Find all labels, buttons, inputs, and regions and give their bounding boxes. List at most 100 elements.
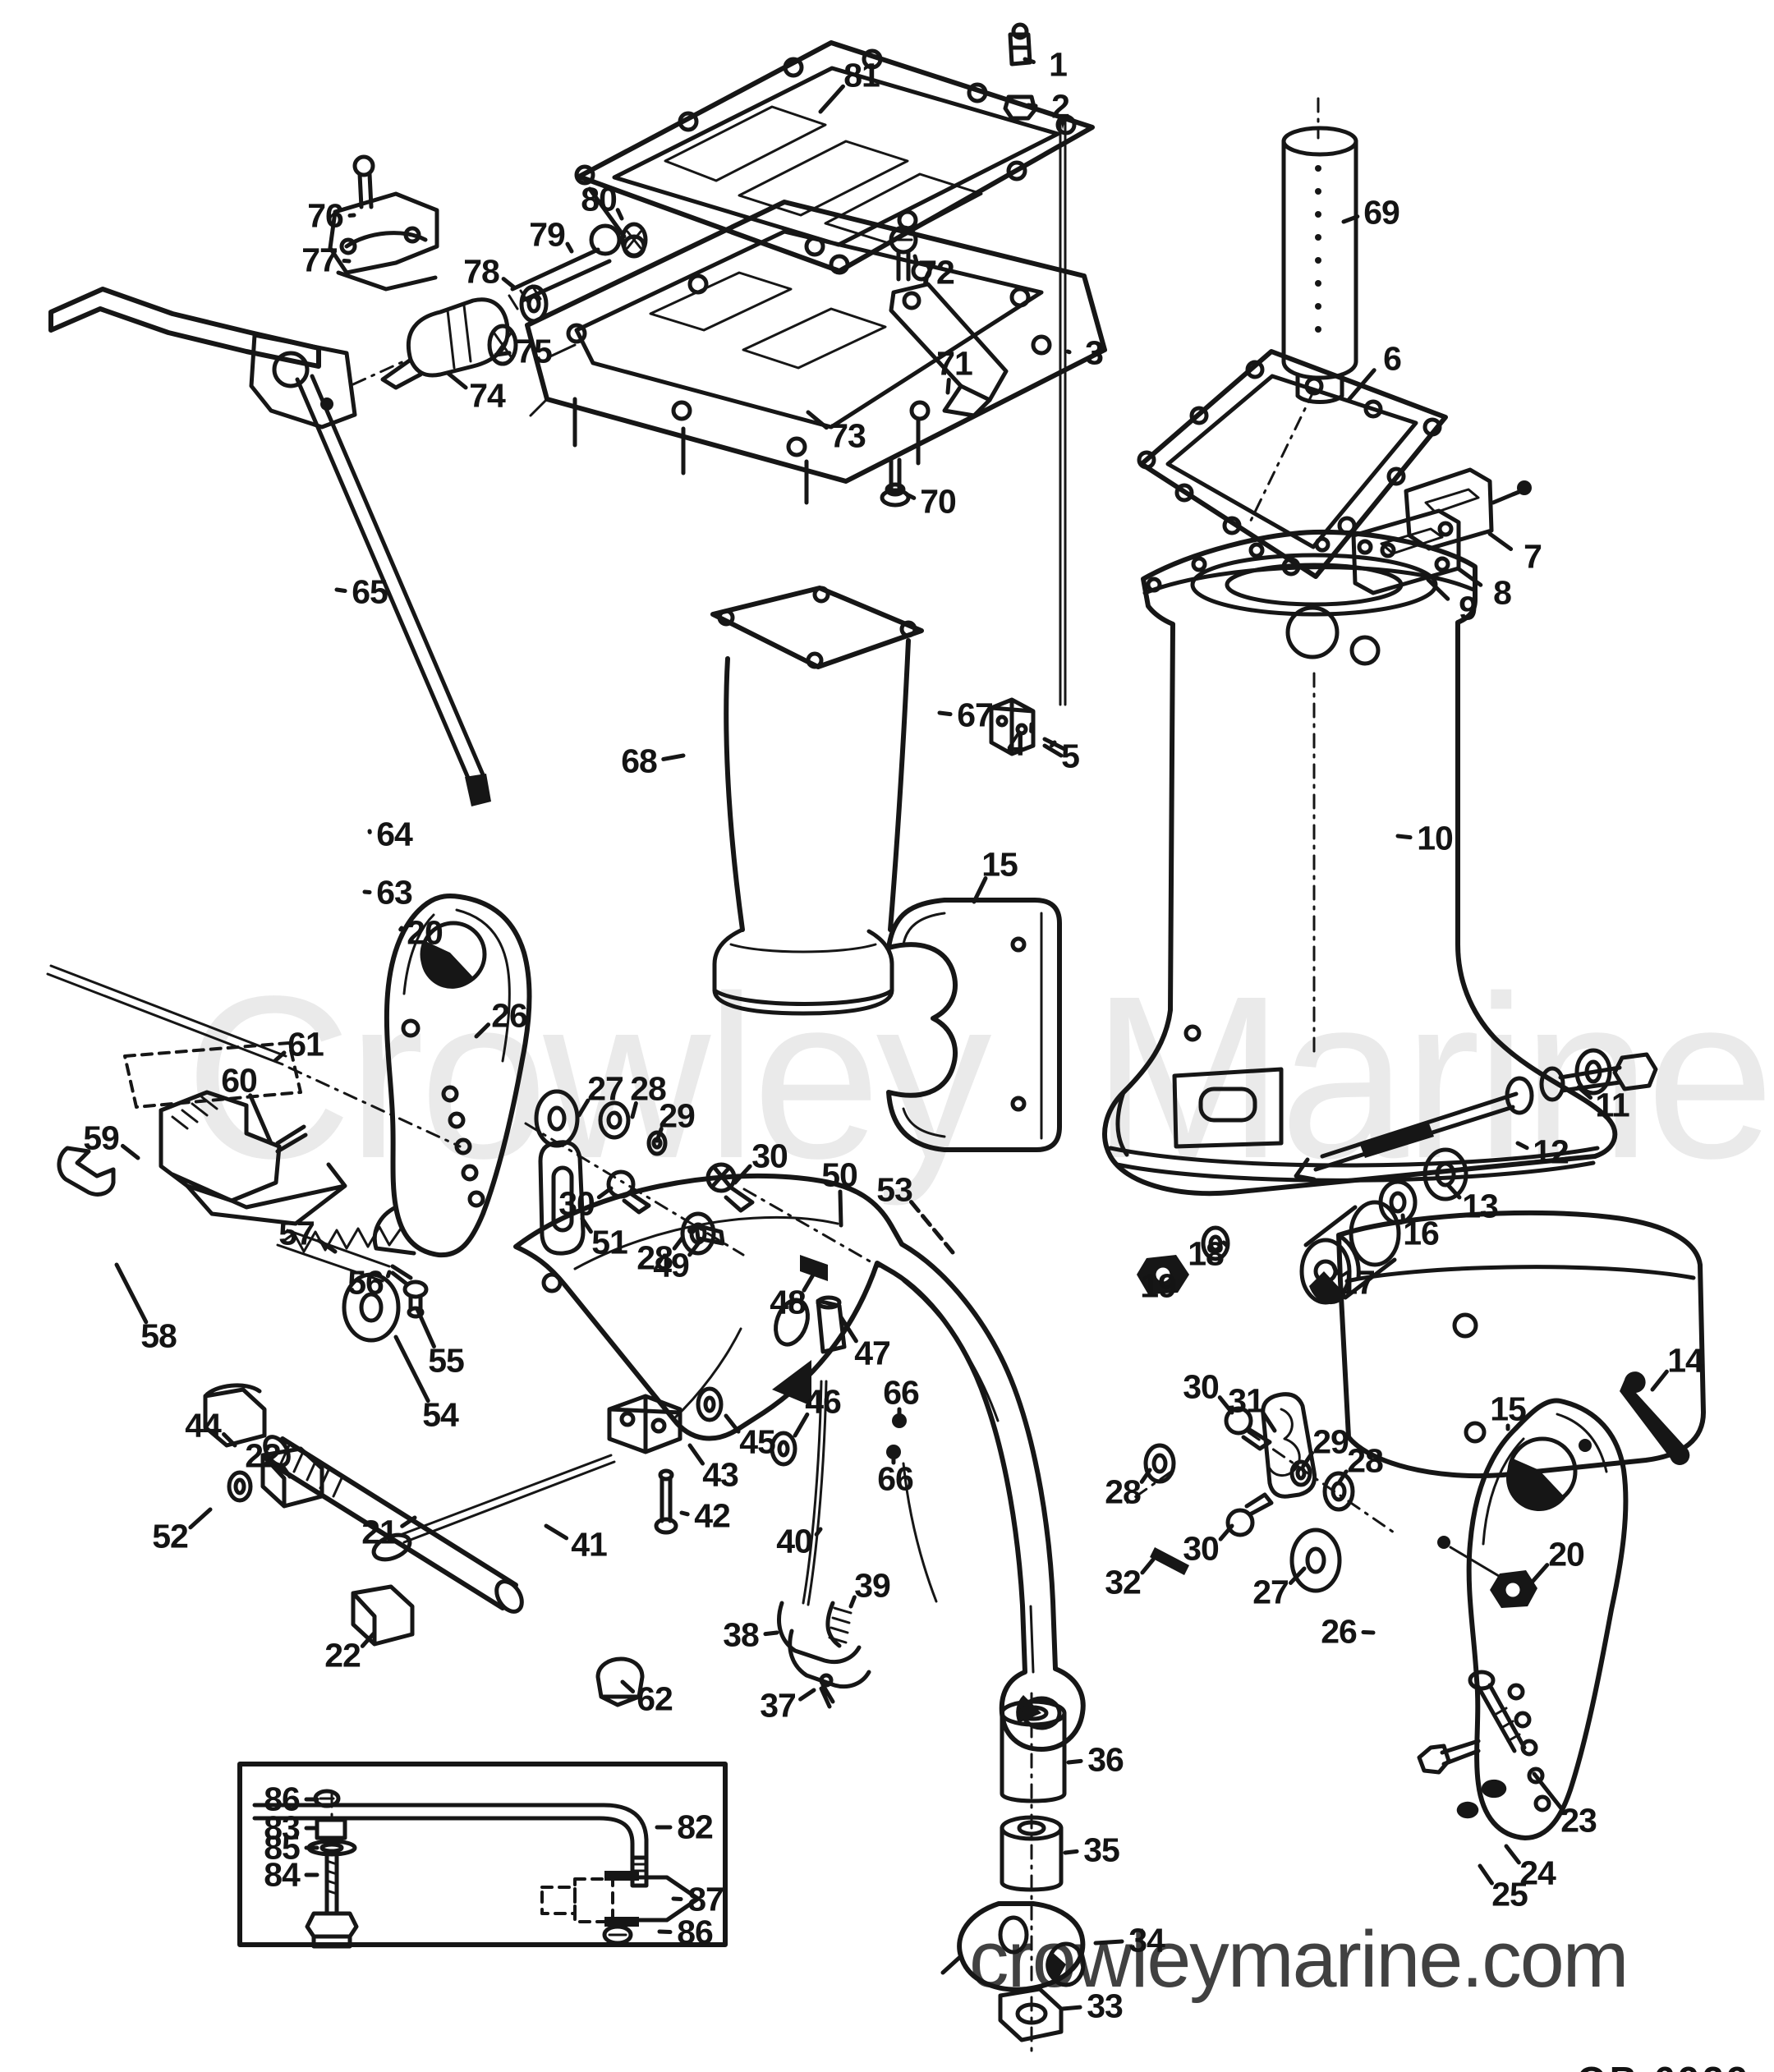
callout-20: 20 bbox=[407, 913, 444, 952]
leader-27 bbox=[1288, 1566, 1307, 1585]
leader-46 bbox=[793, 1412, 810, 1438]
callout-32: 32 bbox=[1105, 1563, 1142, 1601]
callout-31: 31 bbox=[1228, 1381, 1265, 1420]
callout-62: 62 bbox=[637, 1679, 673, 1718]
part-lever-shaft-65 bbox=[48, 287, 491, 806]
callout-18: 18 bbox=[1188, 1234, 1225, 1273]
leader-15 bbox=[972, 875, 988, 904]
callout-23: 23 bbox=[1560, 1801, 1597, 1840]
part-gasket-81 bbox=[574, 40, 1095, 275]
leader-5 bbox=[1050, 740, 1057, 748]
leader-26 bbox=[1361, 1629, 1376, 1635]
leader-28 bbox=[672, 1235, 685, 1251]
callout-77: 77 bbox=[301, 241, 338, 279]
leader-61 bbox=[269, 1050, 287, 1067]
leader-57 bbox=[316, 1238, 338, 1254]
callout-50: 50 bbox=[821, 1155, 858, 1194]
leader-25 bbox=[1478, 1863, 1494, 1886]
callout-61: 61 bbox=[287, 1025, 324, 1064]
part-tilt-shaft-21 bbox=[203, 1223, 907, 1709]
callout-7: 7 bbox=[1524, 537, 1542, 576]
leader-28 bbox=[630, 1100, 638, 1119]
callout-58: 58 bbox=[140, 1316, 177, 1355]
leader-17 bbox=[1331, 1264, 1340, 1275]
leader-38 bbox=[763, 1630, 779, 1637]
callout-46: 46 bbox=[805, 1382, 842, 1421]
part-bracket-26-left bbox=[372, 894, 532, 1258]
callout-87: 87 bbox=[687, 1880, 724, 1918]
leader-79 bbox=[565, 241, 574, 254]
callout-79: 79 bbox=[529, 215, 566, 254]
part-bracket-26-right bbox=[1417, 1398, 1629, 1840]
callout-10: 10 bbox=[1417, 819, 1454, 857]
leader-68 bbox=[661, 753, 686, 761]
callout-78: 78 bbox=[463, 252, 500, 291]
callout-26: 26 bbox=[491, 996, 528, 1035]
callout-22: 22 bbox=[324, 1636, 361, 1675]
callout-39: 39 bbox=[854, 1566, 891, 1605]
part-clamp-15-left bbox=[886, 898, 1062, 1152]
leader-2 bbox=[1026, 103, 1038, 108]
leader-26 bbox=[474, 1022, 491, 1039]
callout-15: 15 bbox=[1490, 1390, 1527, 1428]
leader-52 bbox=[188, 1507, 213, 1530]
callout-5: 5 bbox=[1061, 737, 1080, 775]
callout-41: 41 bbox=[571, 1525, 608, 1564]
callout-56: 56 bbox=[347, 1263, 384, 1302]
callout-86: 86 bbox=[264, 1780, 301, 1818]
leader-78 bbox=[501, 277, 517, 290]
callout-53: 53 bbox=[876, 1170, 913, 1209]
callout-29: 29 bbox=[659, 1096, 696, 1135]
callout-27: 27 bbox=[587, 1069, 624, 1108]
leader-41 bbox=[544, 1523, 569, 1541]
leader-34 bbox=[1093, 1939, 1124, 1946]
callout-29: 29 bbox=[1312, 1422, 1349, 1461]
leader-35 bbox=[1063, 1849, 1079, 1855]
callout-25: 25 bbox=[1491, 1875, 1528, 1913]
callout-51: 51 bbox=[591, 1223, 628, 1261]
part-bolt-79-washers bbox=[508, 222, 648, 324]
callout-67: 67 bbox=[957, 696, 994, 734]
callout-60: 60 bbox=[221, 1061, 258, 1100]
leader-29 bbox=[1301, 1450, 1314, 1468]
leader-30 bbox=[733, 1164, 752, 1185]
callout-83: 83 bbox=[264, 1808, 301, 1847]
callout-36: 36 bbox=[1087, 1740, 1124, 1779]
leader-27 bbox=[577, 1098, 591, 1118]
leader-81 bbox=[818, 84, 845, 114]
callout-43: 43 bbox=[702, 1455, 739, 1494]
leader-18 bbox=[1221, 1240, 1229, 1247]
leader-28 bbox=[1336, 1469, 1349, 1486]
callout-35: 35 bbox=[1083, 1831, 1120, 1869]
leader-75 bbox=[494, 351, 512, 357]
leader-54 bbox=[393, 1335, 430, 1404]
leader-11 bbox=[1576, 1085, 1593, 1100]
leader-12 bbox=[1515, 1141, 1529, 1151]
leader-20 bbox=[1528, 1563, 1550, 1586]
leader-lines bbox=[114, 57, 1669, 2011]
part-hardware-11-19 bbox=[1137, 1048, 1690, 1465]
leader-13 bbox=[1446, 1183, 1462, 1200]
leader-69 bbox=[1341, 214, 1360, 224]
callout-38: 38 bbox=[723, 1615, 760, 1654]
leader-51 bbox=[580, 1216, 593, 1234]
callout-85: 85 bbox=[264, 1828, 301, 1867]
callout-45: 45 bbox=[739, 1422, 776, 1461]
callout-80: 80 bbox=[581, 180, 618, 218]
callout-27: 27 bbox=[1252, 1573, 1289, 1611]
leader-30 bbox=[596, 1186, 614, 1200]
leader-22 bbox=[360, 1630, 377, 1648]
leader-32 bbox=[1140, 1557, 1156, 1575]
callout-82: 82 bbox=[677, 1808, 714, 1846]
callout-15: 15 bbox=[981, 845, 1018, 884]
callout-30: 30 bbox=[558, 1184, 595, 1223]
callout-65: 65 bbox=[352, 572, 388, 611]
corner-code-text: OB 6929 bbox=[1577, 2058, 1751, 2072]
leader-36 bbox=[1066, 1758, 1083, 1765]
callout-42: 42 bbox=[694, 1496, 731, 1535]
leader-30 bbox=[1218, 1523, 1234, 1541]
callout-66: 66 bbox=[883, 1373, 920, 1412]
callout-16: 16 bbox=[1403, 1214, 1440, 1252]
callout-81: 81 bbox=[843, 56, 880, 94]
